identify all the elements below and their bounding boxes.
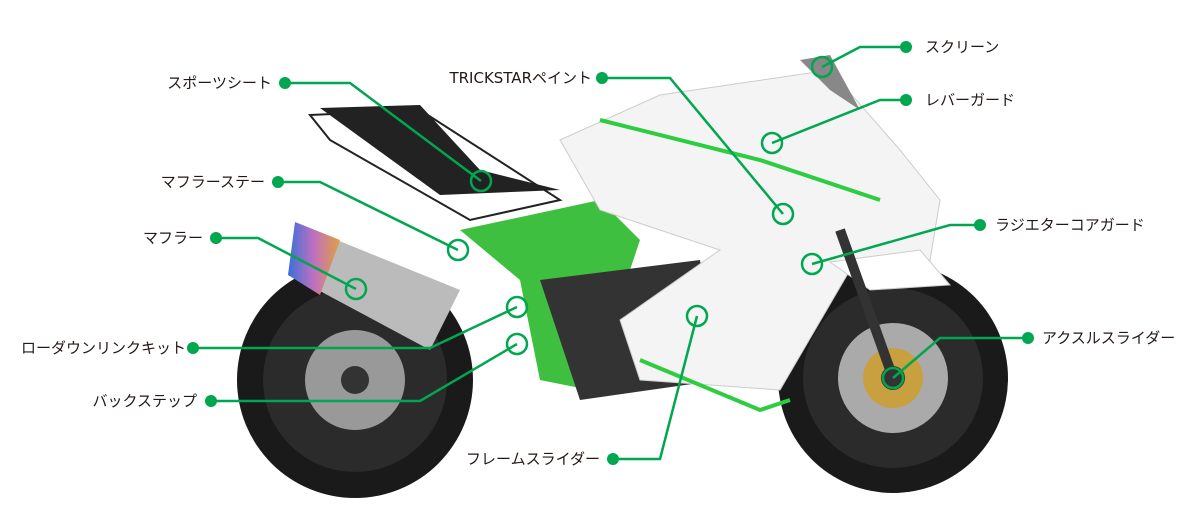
label-muffler: マフラー — [142, 229, 203, 247]
label-back-step: バックステップ — [92, 392, 197, 410]
paint-stripe — [599, 118, 881, 202]
label-frame-slider: フレームスライダー — [466, 450, 600, 468]
label-axle-slider: アクスルスライダー — [1042, 329, 1176, 347]
label-seat: スポーツシート — [167, 74, 272, 92]
paint-stripe-lower — [639, 358, 791, 413]
windscreen — [800, 55, 860, 110]
label-paint: TRICKSTARペイント — [449, 69, 592, 87]
muffler-tip — [288, 222, 340, 295]
label-screen: スクリーン — [925, 38, 1000, 56]
callout-lines — [193, 45, 1028, 461]
label-lever-guard: レバーガード — [925, 91, 1016, 109]
label-muffler-stay: マフラーステー — [160, 173, 265, 191]
label-lowdown-link: ローダウンリンクキット — [20, 339, 186, 357]
callout-rings — [344, 55, 905, 390]
callout-dots — [187, 41, 1034, 465]
label-radiator-guard: ラジエターコアガード — [995, 216, 1145, 234]
